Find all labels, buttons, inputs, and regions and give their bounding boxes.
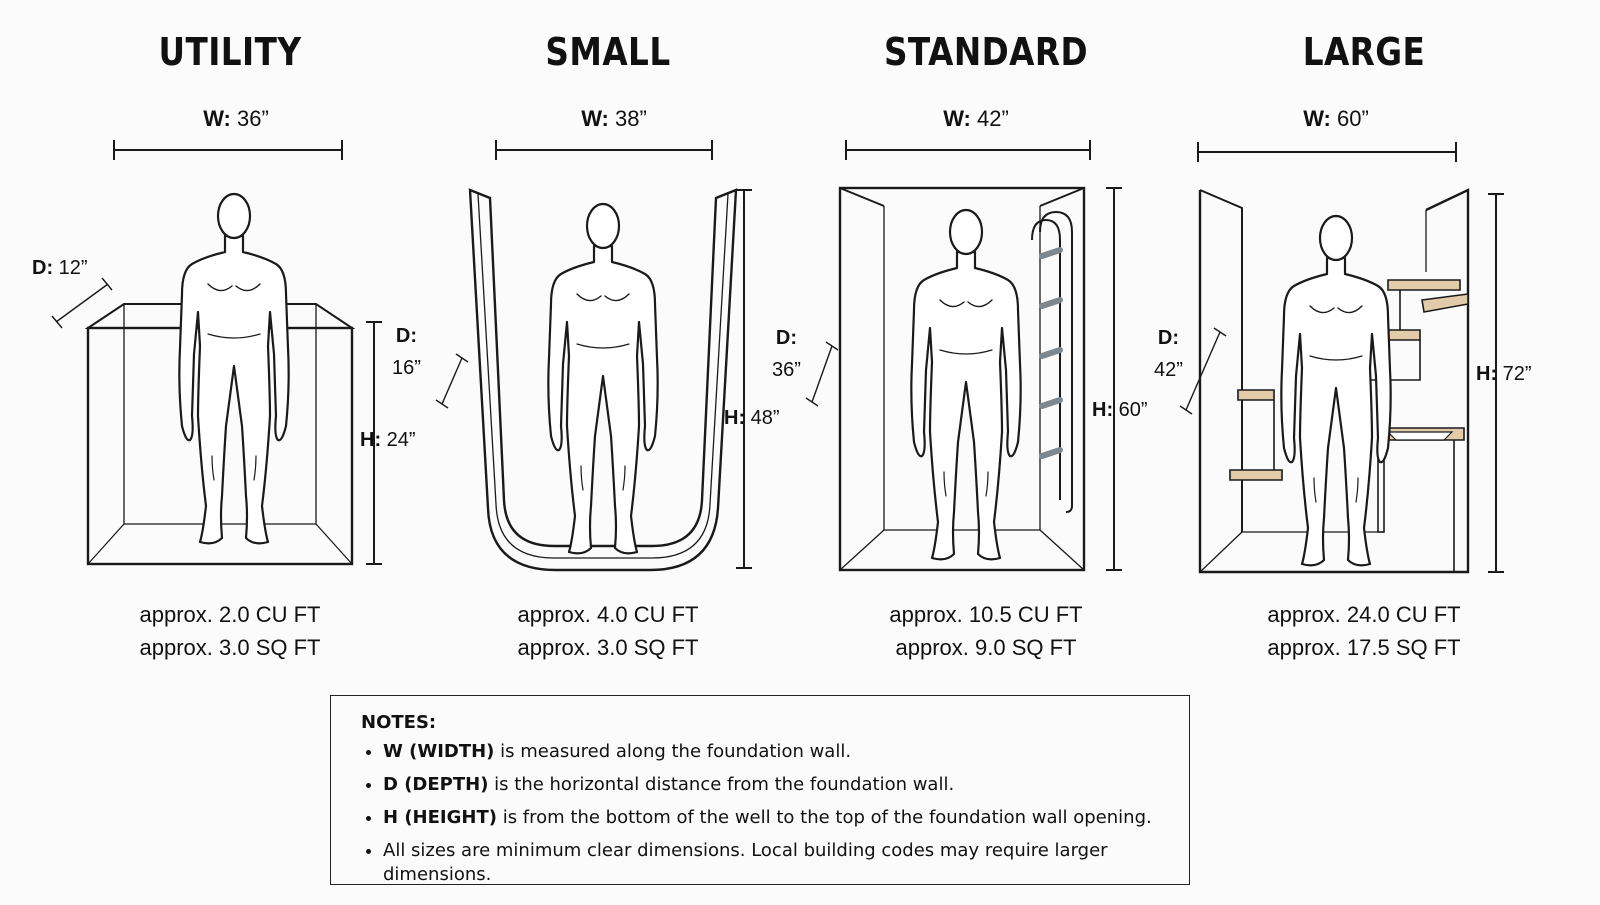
depth-dimension-line [435, 353, 469, 409]
height-dimension-line [1106, 187, 1122, 571]
height-dimension-line [1488, 193, 1504, 573]
volume-text: approx. 24.0 CU FT [1267, 602, 1461, 627]
width-label: W: 42” [943, 106, 1009, 131]
width-dimension-line [495, 140, 713, 160]
width-label: W: 36” [203, 106, 269, 131]
height-label: H: 48” [724, 407, 780, 429]
well-box [838, 186, 1086, 572]
human-figure-icon [910, 208, 1022, 561]
note-item: W (WIDTH) is measured along the foundati… [383, 740, 1159, 764]
capacity-stats: approx. 10.5 CU FT approx. 9.0 SQ FT [796, 598, 1176, 664]
depth-label: D: 12” [32, 257, 88, 279]
well-u-shape [468, 188, 738, 572]
volume-text: approx. 4.0 CU FT [517, 602, 699, 627]
height-label: H: 24” [360, 429, 416, 451]
human-figure-icon [1280, 214, 1392, 567]
ladder-icon [1031, 210, 1073, 513]
area-text: approx. 9.0 SQ FT [895, 635, 1077, 660]
depth-dimension-line [1179, 327, 1227, 415]
human-figure-icon [547, 202, 659, 555]
size-column-large: LARGE W: 60” D: 42” H: 72” [1154, 0, 1554, 670]
large-well-diagram [1179, 142, 1504, 574]
width-label: W: 38” [581, 106, 647, 131]
standard-well-diagram [805, 140, 1122, 572]
notes-title: NOTES: [361, 712, 437, 733]
height-label: H: 60” [1092, 399, 1148, 421]
size-column-utility: UTILITY W: 36” D: 12” H: 24” a [32, 0, 420, 670]
size-column-small: SMALL W: 38” D: 16” H: 48” approx. 4.0 C… [392, 0, 798, 670]
depth-label: D: 36” [772, 327, 801, 381]
note-item: H (HEIGHT) is from the bottom of the wel… [383, 806, 1159, 830]
size-title: STANDARD [883, 30, 1089, 74]
capacity-stats: approx. 24.0 CU FT approx. 17.5 SQ FT [1174, 598, 1554, 664]
small-well-diagram [435, 140, 752, 572]
size-title: SMALL [545, 30, 671, 74]
capacity-stats: approx. 2.0 CU FT approx. 3.0 SQ FT [40, 598, 420, 664]
width-label: W: 60” [1303, 106, 1369, 131]
volume-text: approx. 2.0 CU FT [139, 602, 321, 627]
size-title: UTILITY [158, 30, 302, 74]
size-title: LARGE [1302, 30, 1426, 74]
depth-label: D: 42” [1154, 327, 1183, 381]
note-item: All sizes are minimum clear dimensions. … [383, 839, 1159, 887]
height-label: H: 72” [1476, 363, 1532, 385]
depth-label: D: 16” [392, 325, 421, 379]
utility-well-diagram [51, 140, 382, 566]
notes-list: W (WIDTH) is measured along the foundati… [361, 740, 1159, 887]
height-dimension-line [736, 189, 752, 569]
width-dimension-line [845, 140, 1091, 160]
notes-box: NOTES: W (WIDTH) is measured along the f… [330, 695, 1190, 885]
volume-text: approx. 10.5 CU FT [889, 602, 1083, 627]
height-dimension-line [366, 321, 382, 565]
size-column-standard: STANDARD W: 42” D: 36” H: 60” [772, 0, 1176, 670]
note-item: D (DEPTH) is the horizontal distance fro… [383, 773, 1159, 797]
width-dimension-line [1197, 142, 1457, 162]
width-dimension-line [113, 140, 343, 160]
capacity-stats: approx. 4.0 CU FT approx. 3.0 SQ FT [418, 598, 798, 664]
area-text: approx. 3.0 SQ FT [139, 635, 321, 660]
area-text: approx. 3.0 SQ FT [517, 635, 699, 660]
human-figure-icon [178, 192, 290, 545]
depth-dimension-line [805, 341, 839, 407]
depth-dimension-line [51, 277, 113, 329]
area-text: approx. 17.5 SQ FT [1267, 635, 1461, 660]
